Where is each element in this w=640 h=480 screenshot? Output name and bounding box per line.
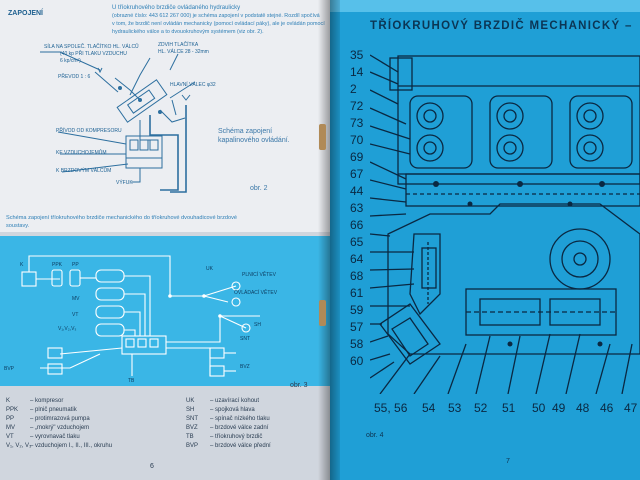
fig3-label-pp: PP (72, 262, 79, 268)
part-number-bottom: 51 (502, 401, 516, 415)
legend-left-row: PPK– plnič pneumatik (6, 407, 77, 413)
legend-left-row: K– kompresor (6, 398, 64, 404)
staple (319, 124, 326, 150)
part-number: 67 (350, 167, 364, 181)
intro-line-3: v tom, že brzdič není ovládán mechanicky… (112, 21, 325, 27)
part-number: 44 (350, 184, 364, 198)
figure-3-line-art (21, 255, 260, 377)
fig2-number: obr. 2 (250, 185, 268, 192)
fig3-label-vt: VT (72, 312, 79, 318)
fig2-label-stroke-2: HL. VÁLCE 28 - 32mm (158, 49, 209, 55)
fig2-caption-line-2: kapalinového ovládání. (218, 137, 290, 144)
part-number-bottom: 46 (600, 401, 614, 415)
left-page-number: 6 (150, 463, 154, 470)
part-number: 65 (350, 235, 364, 249)
part-number-bottom: 53 (448, 401, 462, 415)
fig2-caption-line-1: Schéma zapojení (218, 128, 273, 135)
part-number-bottom: 47 (624, 401, 638, 415)
fig2-label-exhaust: VÝFUK (116, 180, 133, 186)
fig3-label-k: K (20, 262, 24, 268)
staple (319, 300, 326, 326)
fig2-label-force-2: (40 kp PŘI TLAKU VZDUCHU (60, 51, 127, 57)
book-gutter (318, 0, 340, 480)
right-page-number: 7 (506, 458, 510, 465)
legend-right-row: BVZ– brzdové válce zadní (186, 425, 269, 431)
fig3-label-tb: TB (128, 378, 135, 384)
fig2-label-to-reservoirs: KE VZDUCHOJEMŮM (56, 150, 107, 156)
part-number: 63 (350, 201, 364, 215)
figure-4-brake-valve-drawing (370, 54, 640, 394)
intro-line-4: hydraulického válce a to dvouokruhovým s… (112, 29, 264, 35)
legend-right-row: UK– uzavírací kohout (186, 398, 260, 404)
figure-2-hydraulic-diagram (40, 51, 196, 193)
part-number: 2 (350, 82, 357, 96)
right-page: TŘÍOKRUHOVÝ BRZDIČ MECHANICKÝ – (330, 0, 640, 480)
legend-left-row: MV– „mokrý" vzduchojem (6, 425, 90, 431)
fig3-label-mv: MV (72, 296, 80, 302)
figure-3-pneumatic-schematic: UK PLNICÍ VĚTEV OVLÁDACÍ VĚTEV SH SNT BV… (0, 236, 330, 386)
legend-left-row: PP– protimrazová pumpa (6, 416, 90, 422)
fig2-label-ratio: PŘEVOD 1 : 6 (58, 74, 91, 80)
part-number: 59 (350, 303, 364, 317)
fig3-label-uk: UK (206, 266, 213, 272)
part-number-bottom: 54 (422, 401, 436, 415)
part-number-bottom: 55, 56 (374, 401, 408, 415)
left-page: ZAPOJENÍ U tříokruhového brzdiče ovládan… (0, 0, 330, 480)
part-number: 70 (350, 133, 364, 147)
legend-right-row: TB– tříokruhový brzdič (186, 434, 263, 440)
fig3-title-line-2: soustavy. (6, 223, 30, 229)
part-number: 61 (350, 286, 364, 300)
fig3-number: obr. 3 (290, 382, 308, 389)
right-page-title: TŘÍOKRUHOVÝ BRZDIČ MECHANICKÝ – (370, 20, 633, 32)
fig3-label-filling-branch: PLNICÍ VĚTEV (242, 272, 276, 278)
part-number: 14 (350, 65, 364, 79)
legend-right-row: BVP– brzdové válce přední (186, 443, 271, 449)
part-number: 64 (350, 252, 364, 266)
fig3-label-reservoirs: V₁,V₂,V₃ (58, 326, 77, 332)
fig2-label-force-1: SÍLA NA SPOLEČ. TLAČÍTKO HL. VÁLCŮ (44, 44, 139, 50)
fig2-label-stroke-1: ZDVIH TLAČÍTKA (158, 42, 199, 48)
legend-right-row: SNT– spínač nízkého tlaku (186, 416, 270, 422)
fig3-label-sh: SH (254, 322, 261, 328)
part-number: 58 (350, 337, 364, 351)
fig3-label-bvp: BVP (4, 366, 15, 372)
intro-line-1: U tříokruhového brzdiče ovládaného hydra… (112, 5, 241, 11)
fig4-number: obr. 4 (366, 432, 384, 439)
fig3-label-snt: SNT (240, 336, 250, 342)
right-page-top-band (330, 0, 640, 12)
fig2-label-from-compressor: PŘÍVOD OD KOMPRESORU (56, 128, 122, 134)
fig2-label-force-3: 6 kp/cm²) (60, 58, 81, 64)
part-number: 66 (350, 218, 364, 232)
part-number: 60 (350, 354, 364, 368)
intro-line-2: (obrazné číslo: 443 612 267 000) je sché… (112, 13, 320, 19)
legend-left-row: V₁, V₂, V₃– vzduchojem I., II., III., ok… (6, 443, 113, 449)
fig2-label-to-brake-cylinders: K BRZDOVÝM VÁLCŮM (56, 168, 112, 174)
fig3-label-control-branch: OVLÁDACÍ VĚTEV (234, 290, 278, 296)
legend-right-row: SH– spojková hlava (186, 407, 255, 413)
part-number: 72 (350, 99, 364, 113)
fig3-title-line-1: Schéma zapojení tříokruhového brzdiče me… (6, 215, 238, 221)
part-number: 35 (350, 48, 364, 62)
part-number-bottom: 50 (532, 401, 546, 415)
part-number: 69 (350, 150, 364, 164)
part-number: 73 (350, 116, 364, 130)
fig3-label-ppk: PPK (52, 262, 63, 268)
section-heading: ZAPOJENÍ (8, 10, 44, 17)
part-number-bottom: 52 (474, 401, 488, 415)
part-number: 57 (350, 320, 364, 334)
fig3-label-bvz: BVZ (240, 364, 250, 370)
part-number: 68 (350, 269, 364, 283)
left-page-upper (0, 0, 330, 232)
legend-left-row: VT– vyrovnavač tlaku (6, 434, 80, 440)
fig2-label-master-cylinder: HLAVNÍ VÁLEC φ32 (170, 82, 216, 88)
part-number-bottom: 49 (552, 401, 566, 415)
part-number-bottom: 48 (576, 401, 590, 415)
